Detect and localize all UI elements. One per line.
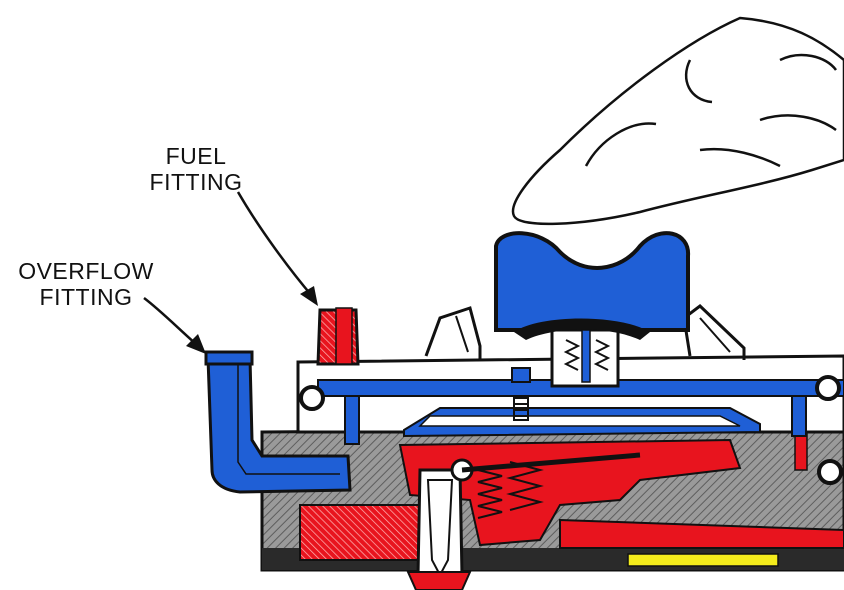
- fuel-label-line1: FUEL: [165, 143, 227, 169]
- fuel-label-line2: FITTING: [149, 169, 243, 195]
- fuel-fitting-label: FUEL FITTING: [137, 143, 255, 195]
- overflow-fitting-cap: [204, 350, 254, 366]
- bulb-stem-blue: [581, 329, 591, 383]
- o-ring-left: [299, 385, 325, 411]
- metering-lever: [461, 452, 641, 473]
- overflow-fitting-label: OVERFLOW FITTING: [6, 258, 166, 310]
- fuel-fitting-bore: [335, 307, 353, 365]
- inlet-nozzle-tip: [406, 571, 472, 590]
- o-ring-right: [815, 375, 841, 401]
- overflow-fitting-tube: [206, 356, 352, 494]
- overflow-leader-arrow: [143, 297, 206, 354]
- overflow-label-line1: OVERFLOW: [18, 258, 154, 284]
- air-channel-drop-right: [791, 395, 807, 437]
- fuel-passage-right: [559, 518, 844, 549]
- air-channel-drop: [344, 395, 360, 445]
- control-spring: [477, 461, 544, 519]
- diaphragm-white: [418, 415, 741, 427]
- inlet-needle: [426, 479, 454, 578]
- fuel-leader-arrow: [236, 191, 318, 306]
- valve-spring: [563, 339, 611, 371]
- seal-strip: [627, 553, 779, 567]
- primer-bulb: [494, 231, 691, 332]
- bulb-retainer-inner: [455, 315, 731, 353]
- o-ring-body: [817, 459, 843, 485]
- finger-pressing-primer-icon: [511, 16, 844, 226]
- vent-screw: [511, 367, 531, 421]
- fuel-passage-lower: [299, 504, 421, 561]
- overflow-label-line2: FITTING: [39, 284, 133, 310]
